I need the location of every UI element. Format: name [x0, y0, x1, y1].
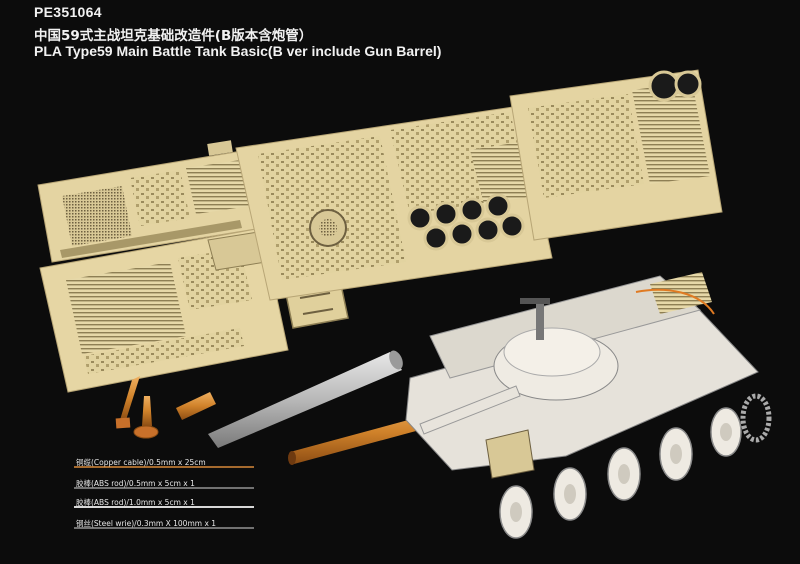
material-abs-rod-0-5: 胶棒(ABS rod)/0.5mm x 5cm x 1 [76, 479, 195, 488]
product-code: PE351064 [34, 4, 102, 20]
pe-fret-right [509, 69, 723, 241]
material-samples [74, 466, 254, 529]
material-copper-cable: 铜缆(Copper cable)/0.5mm x 25cm [76, 458, 206, 467]
title-chinese: 中国59式主战坦克基础改造件(B版本含炮管） [34, 28, 313, 44]
pe-fret-left-top [37, 149, 263, 263]
material-steel-wire: 钢丝(Steel wrie)/0.3mm X 100mm x 1 [76, 519, 217, 528]
tank-model [405, 272, 772, 539]
material-abs-rod-1-0: 胶棒(ABS rod)/1.0mm x 5cm x 1 [76, 498, 195, 507]
title-english: PLA Type59 Main Battle Tank Basic(B ver … [34, 43, 442, 59]
pe-fret-center [207, 105, 553, 301]
